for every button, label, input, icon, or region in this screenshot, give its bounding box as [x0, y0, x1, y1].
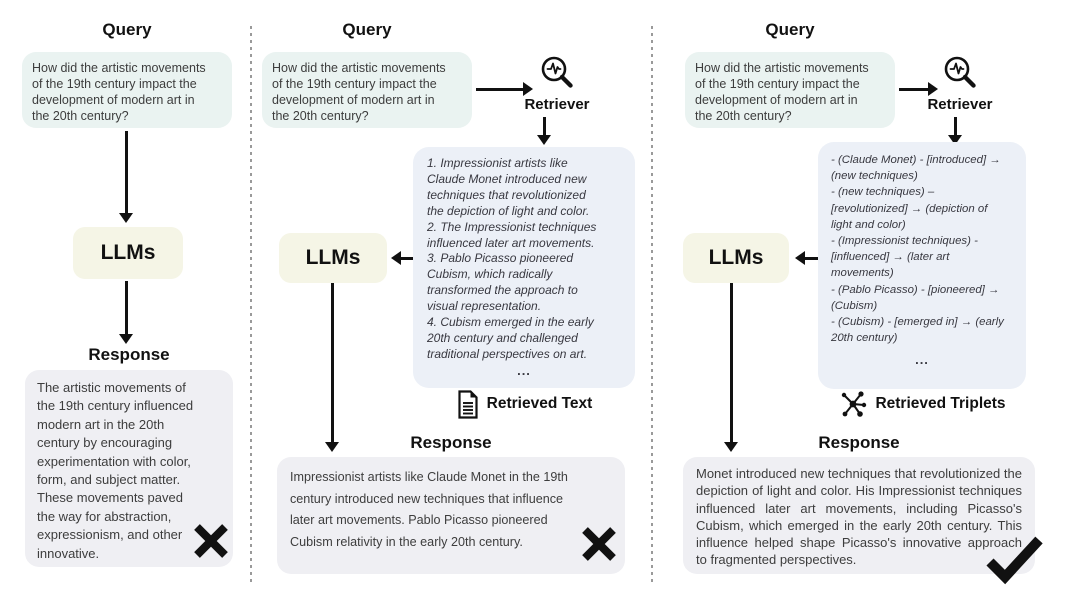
panel-divider — [250, 26, 252, 582]
query-bubble: How did the artistic movements of the 19… — [685, 52, 895, 128]
arrowhead-down — [537, 135, 551, 145]
arrow-query-to-retriever — [899, 88, 929, 91]
response-text: Monet introduced new techniques that rev… — [696, 466, 1022, 568]
query-title: Query — [102, 20, 152, 39]
retrieved-triplets-box: - (Claude Monet) - [introduced] → (new t… — [818, 142, 1026, 389]
arrow-llms-to-response — [125, 281, 128, 336]
arrow-query-to-llms — [125, 131, 128, 215]
query-text: How did the artistic movements of the 19… — [272, 61, 446, 123]
arrow-query-to-retriever — [476, 88, 524, 91]
arrow-llms-to-response — [331, 283, 334, 444]
query-text: How did the artistic movements of the 19… — [32, 61, 206, 123]
retrieved-caption: Retrieved Text — [486, 395, 593, 412]
arrow-retriever-to-triplets — [954, 117, 957, 137]
cross-icon — [579, 524, 619, 564]
panel-divider — [651, 26, 653, 582]
document-icon — [456, 389, 480, 419]
arrowhead-down — [325, 442, 339, 452]
llms-box: LLMs — [683, 233, 789, 283]
query-title: Query — [342, 20, 392, 39]
retriever-magnifier-icon — [941, 54, 979, 92]
arrowhead-right — [928, 82, 938, 96]
arrowhead-right — [523, 82, 533, 96]
llms-box: LLMs — [279, 233, 387, 283]
arrowhead-down — [724, 442, 738, 452]
arrowhead-left — [391, 251, 401, 265]
arrow-triplets-to-llms — [805, 257, 818, 260]
arrow-text-to-llms — [401, 257, 413, 260]
response-text: Impressionist artists like Claude Monet … — [290, 470, 568, 549]
arrowhead-down — [948, 135, 962, 145]
response-text: The artistic movements of the 19th centu… — [37, 380, 194, 561]
check-icon — [982, 533, 1046, 585]
llms-label: LLMs — [100, 241, 156, 264]
retriever-label: Retriever — [927, 96, 993, 113]
query-text: How did the artistic movements of the 19… — [695, 61, 869, 123]
arrowhead-down — [119, 213, 133, 223]
ellipsis: ... — [915, 352, 929, 368]
response-title: Response — [410, 433, 492, 452]
query-bubble: How did the artistic movements of the 19… — [22, 52, 232, 128]
retriever-magnifier-icon — [538, 54, 576, 92]
query-title: Query — [765, 20, 815, 39]
response-box: Monet introduced new techniques that rev… — [683, 457, 1035, 574]
retrieved-caption: Retrieved Triplets — [875, 395, 1006, 412]
arrow-llms-to-response — [730, 283, 733, 444]
network-graph-icon — [838, 389, 868, 419]
arrowhead-down — [119, 334, 133, 344]
llms-label: LLMs — [708, 246, 764, 269]
arrowhead-left — [795, 251, 805, 265]
retrieved-text-box: 1. Impressionist artists like Claude Mon… — [413, 147, 635, 388]
ellipsis: ... — [517, 362, 531, 378]
response-title: Response — [88, 345, 170, 364]
response-title: Response — [818, 433, 900, 452]
llms-label: LLMs — [305, 246, 361, 269]
response-box: The artistic movements of the 19th centu… — [25, 370, 233, 567]
retriever-label: Retriever — [524, 96, 590, 113]
retrieved-caption-row: Retrieved Triplets — [818, 388, 1026, 420]
response-box: Impressionist artists like Claude Monet … — [277, 457, 625, 574]
llms-box: LLMs — [73, 227, 183, 279]
retrieved-triplets-text: - (Claude Monet) - [introduced] → (new t… — [831, 154, 1004, 345]
arrow-retriever-to-text — [543, 117, 546, 137]
query-bubble: How did the artistic movements of the 19… — [262, 52, 472, 128]
retrieved-text: 1. Impressionist artists like Claude Mon… — [427, 156, 597, 361]
cross-icon — [191, 521, 231, 561]
retrieved-caption-row: Retrieved Text — [413, 388, 635, 420]
